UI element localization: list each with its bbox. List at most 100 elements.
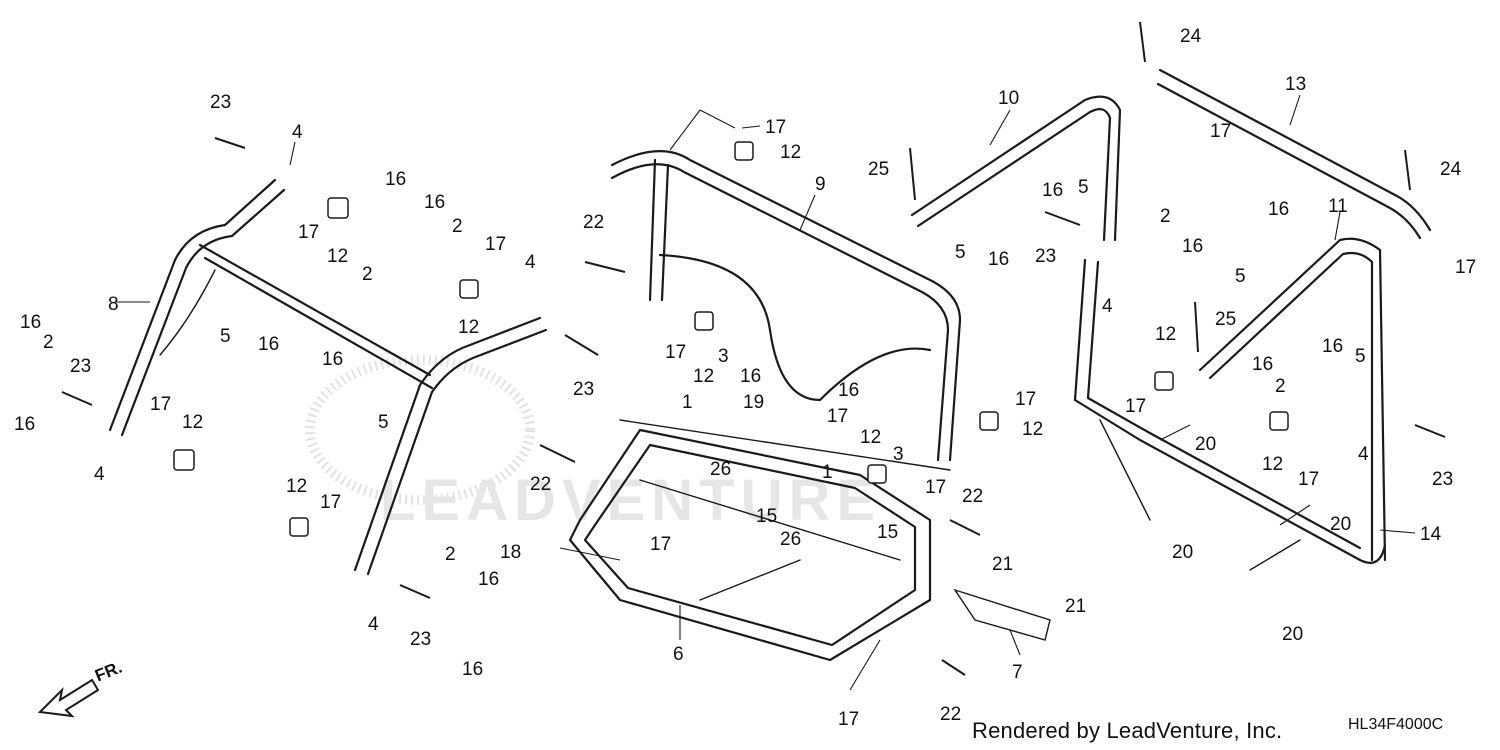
callout-17: 17 [1455,257,1476,278]
callout-5: 5 [1078,177,1089,198]
rubber-mount-parts[interactable] [173,141,1289,537]
callout-16: 16 [988,249,1009,270]
callout-2: 2 [1160,206,1171,227]
callout-12: 12 [1262,454,1283,475]
callout-16: 16 [838,380,859,401]
callout-1: 1 [822,462,833,483]
callout-20: 20 [1282,624,1303,645]
callout-25: 25 [868,159,889,180]
callout-17: 17 [1210,121,1231,142]
callout-22: 22 [962,486,983,507]
callout-labels: 23 4 16 17 12 2 8 5 16 16 2 17 4 12 16 2… [14,26,1476,730]
part-8-front-left-roll-bar[interactable] [108,178,434,437]
callout-17: 17 [765,117,786,138]
callout-23: 23 [210,92,231,113]
callout-4: 4 [94,464,105,485]
callout-16: 16 [1042,180,1063,201]
callout-16: 16 [1322,336,1343,357]
callout-17: 17 [485,234,506,255]
callout-24: 24 [1180,26,1202,47]
callout-17: 17 [1298,469,1319,490]
callout-17: 17 [827,406,848,427]
callout-21: 21 [992,554,1013,575]
callout-22: 22 [940,704,961,725]
callout-11: 11 [1328,196,1348,217]
callout-9: 9 [815,174,826,195]
callout-16: 16 [1182,236,1203,257]
callout-4: 4 [1102,296,1113,317]
callout-17: 17 [1015,389,1036,410]
callout-4: 4 [292,122,303,143]
callout-24: 24 [1440,159,1462,180]
callout-8: 8 [108,294,119,315]
bolt-parts[interactable] [61,21,1446,676]
callout-2: 2 [362,264,373,285]
callout-5: 5 [955,242,966,263]
callout-7: 7 [1012,662,1023,683]
callout-16: 16 [462,659,483,680]
callout-12: 12 [182,412,203,433]
part-11-rear-frame[interactable] [1198,237,1387,562]
callout-12: 12 [693,366,714,387]
callout-18: 18 [500,542,521,563]
callout-12: 12 [286,476,307,497]
callout-26: 26 [710,459,731,480]
callout-2: 2 [43,332,54,353]
callout-20: 20 [1195,434,1216,455]
callout-4: 4 [368,614,379,635]
callout-17: 17 [1125,396,1146,417]
callout-12: 12 [1022,419,1043,440]
callout-17: 17 [838,709,859,730]
part-10-rear-upper-bar[interactable] [910,95,1122,242]
callout-22: 22 [583,212,604,233]
callout-4: 4 [525,252,536,273]
callout-14: 14 [1420,524,1442,545]
part-front-cross-bar[interactable] [353,316,548,576]
callout-16: 16 [424,192,445,213]
callout-12: 12 [458,317,479,338]
callout-3: 3 [893,444,904,465]
part-14-rear-lower-frame[interactable] [1073,258,1387,571]
callout-23: 23 [410,629,431,650]
callout-22: 22 [530,474,551,495]
callout-20: 20 [1172,542,1193,563]
part-13-rear-top-bar[interactable] [1156,68,1432,240]
callout-16: 16 [20,312,41,333]
callout-12: 12 [860,427,881,448]
callout-26: 26 [780,529,801,550]
callout-2: 2 [452,216,463,237]
callout-12: 12 [327,246,348,267]
callout-16: 16 [258,334,279,355]
callout-3: 3 [718,346,729,367]
callout-23: 23 [573,379,594,400]
callout-5: 5 [378,412,389,433]
callout-1: 1 [682,392,693,413]
callout-15: 15 [756,506,777,527]
callout-5: 5 [220,326,231,347]
callout-17: 17 [320,492,341,513]
callout-23: 23 [70,356,91,377]
callout-23: 23 [1432,469,1453,490]
callout-17: 17 [298,222,319,243]
callout-10: 10 [998,88,1019,109]
callout-2: 2 [445,544,456,565]
render-credit-text: Rendered by LeadVenture, Inc. [972,718,1283,743]
callout-20: 20 [1330,514,1351,535]
diagram-code-label: HL34F4000C [1348,716,1444,733]
callout-16: 16 [478,569,499,590]
callout-5: 5 [1235,266,1246,287]
callout-25: 25 [1215,309,1236,330]
callout-16: 16 [1252,354,1273,375]
callout-16: 16 [385,169,406,190]
callout-16: 16 [14,414,35,435]
part-9-main-roll-cage[interactable] [610,150,962,462]
callout-15: 15 [877,522,898,543]
callout-17: 17 [665,342,686,363]
callout-16: 16 [322,349,343,370]
callout-4: 4 [1358,444,1369,465]
callout-16: 16 [740,366,761,387]
callout-17: 17 [650,534,671,555]
callout-2: 2 [1275,376,1286,397]
part-7-bracket[interactable] [953,588,1051,641]
